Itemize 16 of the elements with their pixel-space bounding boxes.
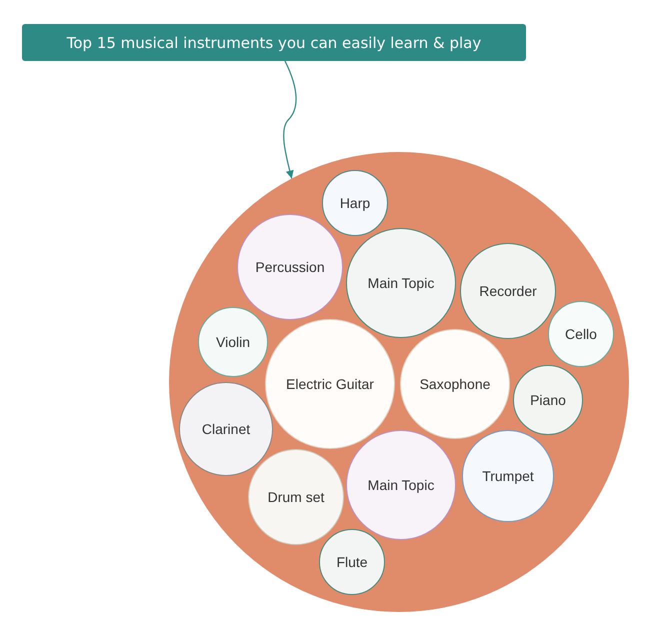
topic-bubble: Drum set [248, 449, 344, 545]
topic-bubble: Saxophone [400, 329, 510, 439]
topic-bubble: Main Topic [346, 228, 456, 338]
topic-bubble: Recorder [460, 243, 556, 339]
topic-bubble: Cello [548, 301, 614, 367]
topic-bubble: Piano [513, 365, 583, 435]
topic-bubble: Electric Guitar [265, 319, 395, 449]
topic-bubble: Trumpet [462, 430, 554, 522]
title-banner: Top 15 musical instruments you can easily learn & play [22, 24, 526, 61]
topic-bubble: Violin [198, 307, 268, 377]
topic-bubble: Harp [322, 170, 388, 236]
topic-bubble: Percussion [237, 214, 343, 320]
topic-bubble: Clarinet [179, 382, 273, 476]
topic-bubble: Main Topic [346, 430, 456, 540]
curved-arrow [283, 60, 297, 179]
topic-bubble: Flute [319, 529, 385, 595]
